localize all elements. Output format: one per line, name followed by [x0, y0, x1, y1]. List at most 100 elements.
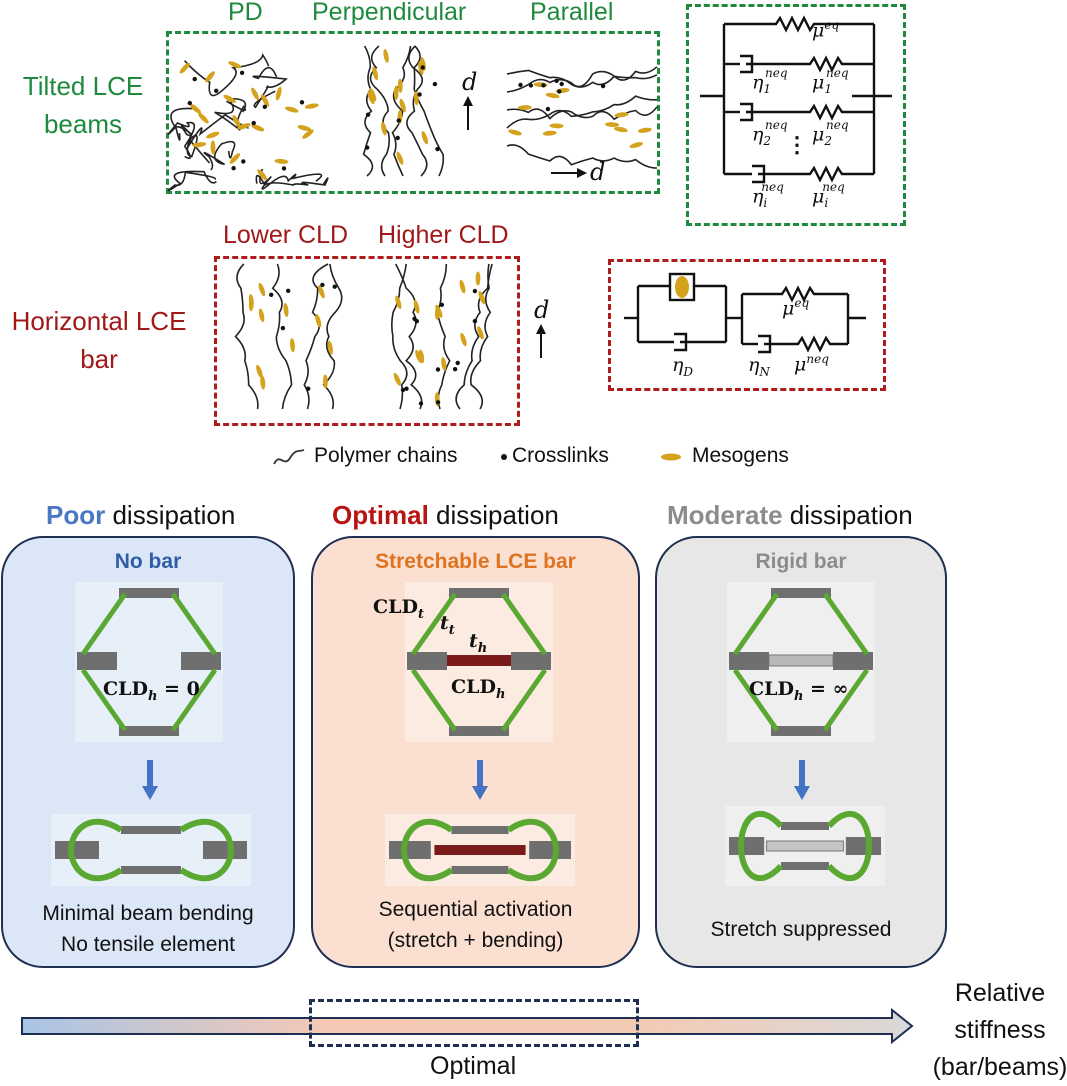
- up-arrow-icon: [463, 96, 473, 130]
- bottom-plate: [119, 726, 179, 736]
- polymer-chain: [436, 263, 451, 410]
- cld-h-label: CLDh: [451, 676, 506, 702]
- network-pd: [167, 52, 329, 192]
- mesogen: [517, 105, 532, 111]
- mesogen: [614, 112, 629, 118]
- beam-bottom-right: [170, 668, 218, 732]
- bottom-plate: [781, 862, 829, 870]
- stiffness-axis-arrow: [21, 1007, 914, 1045]
- mesogen: [369, 88, 377, 102]
- polymer-chain: [394, 263, 423, 410]
- mesogen: [475, 271, 481, 286]
- crosslink: [412, 316, 417, 321]
- top-plate: [781, 822, 829, 830]
- polymer-chain: [506, 66, 658, 93]
- beam-top-right: [500, 592, 548, 656]
- legend-mesogens: Mesogens: [692, 444, 789, 467]
- mesogen: [261, 94, 270, 107]
- mesogen: [258, 282, 266, 297]
- mesogen: [232, 115, 241, 128]
- deformed-stretchable-bar: [385, 814, 575, 886]
- panel-rigid-bar: Rigid bar CLDh = ∞ Stretch suppressed: [655, 536, 947, 968]
- mesogen: [260, 375, 266, 390]
- structure-rigid-bar: [727, 582, 875, 742]
- mesogen: [322, 374, 328, 389]
- horizontal-bar-box: [214, 256, 520, 426]
- t-t-label: tt: [440, 612, 455, 638]
- mesogen: [251, 124, 265, 132]
- crosslink: [557, 89, 562, 94]
- bar-mu-eq-label: μeq: [782, 296, 810, 320]
- mesogen: [533, 82, 548, 88]
- polymer-chain: [391, 45, 412, 177]
- mesogen: [383, 49, 389, 63]
- panel-no-bar: No bar CLDh = 0 Minimal beam bending No …: [1, 536, 295, 968]
- crosslink: [518, 82, 523, 88]
- right-block: [833, 652, 873, 670]
- d-label-parallel: d: [590, 158, 606, 186]
- stretched-lce-bar: [434, 845, 526, 855]
- crosslink: [439, 302, 444, 307]
- horizontal-row-label: Horizontal LCE bar: [4, 302, 194, 378]
- bottom-plate: [451, 866, 509, 874]
- crosslink: [404, 386, 409, 391]
- mesogen: [304, 103, 319, 109]
- top-plate: [119, 588, 179, 598]
- polymer-chain: [203, 140, 236, 171]
- polymer-chain: [413, 45, 445, 177]
- mesogen: [372, 66, 379, 81]
- polymer-chain: [455, 263, 493, 410]
- network-higher-cld: [391, 263, 493, 410]
- mesogen: [460, 332, 467, 347]
- eta-1-label: η1neq: [752, 66, 788, 97]
- polymer-chain: [184, 52, 270, 97]
- polymer-chain: [506, 69, 658, 88]
- crosslink: [528, 83, 534, 88]
- beam-top-left: [410, 592, 458, 656]
- crosslink-icon: [501, 454, 507, 460]
- down-arrow-icon: [794, 760, 810, 800]
- crosslink: [306, 386, 311, 391]
- crosslink: [432, 81, 438, 87]
- mesogen: [545, 92, 560, 99]
- panel-title-no-bar: No bar: [114, 550, 182, 573]
- cld-h-zero-label: CLDh = 0: [103, 678, 200, 704]
- tilted-row-label-line2: beams: [43, 109, 123, 139]
- mesogen: [478, 291, 486, 305]
- mesogen: [257, 169, 268, 181]
- generalized-maxwell-diagram: [700, 15, 892, 184]
- mesogen: [179, 62, 190, 74]
- mesogen: [395, 295, 402, 310]
- mesogen: [421, 131, 429, 145]
- beam-top: [68, 818, 234, 851]
- top-plate: [449, 588, 509, 598]
- up-arrow-icon: [536, 324, 546, 358]
- network-lower-cld: [234, 263, 343, 410]
- mesogen: [290, 338, 295, 353]
- beam-top: [401, 818, 559, 851]
- right-block: [845, 837, 881, 855]
- crosslink: [332, 284, 337, 289]
- mesogen: [318, 285, 325, 299]
- crosslink: [452, 367, 458, 372]
- panel-title-rigid-bar: Rigid bar: [755, 550, 847, 573]
- mesogen: [248, 297, 254, 312]
- mesogen: [297, 125, 312, 132]
- deformed-no-bar: [51, 814, 251, 886]
- polymer-chain: [469, 263, 492, 410]
- polymer-chain: [391, 263, 408, 410]
- mesogen: [396, 151, 404, 165]
- tilted-row-label: Tilted LCE beams: [18, 67, 148, 143]
- beam-bottom: [68, 849, 234, 882]
- right-arrow-icon: [551, 168, 587, 178]
- crosslink: [299, 100, 305, 105]
- crosslink: [269, 292, 274, 297]
- crosslink: [262, 104, 267, 109]
- beam-bottom-left: [80, 668, 128, 732]
- heading-poor-word: Poor: [46, 500, 106, 530]
- crosslink: [192, 76, 197, 82]
- polymer-chain: [271, 263, 293, 410]
- mesogen: [285, 106, 299, 113]
- polymer-chain: [234, 263, 259, 410]
- crosslink: [231, 166, 236, 171]
